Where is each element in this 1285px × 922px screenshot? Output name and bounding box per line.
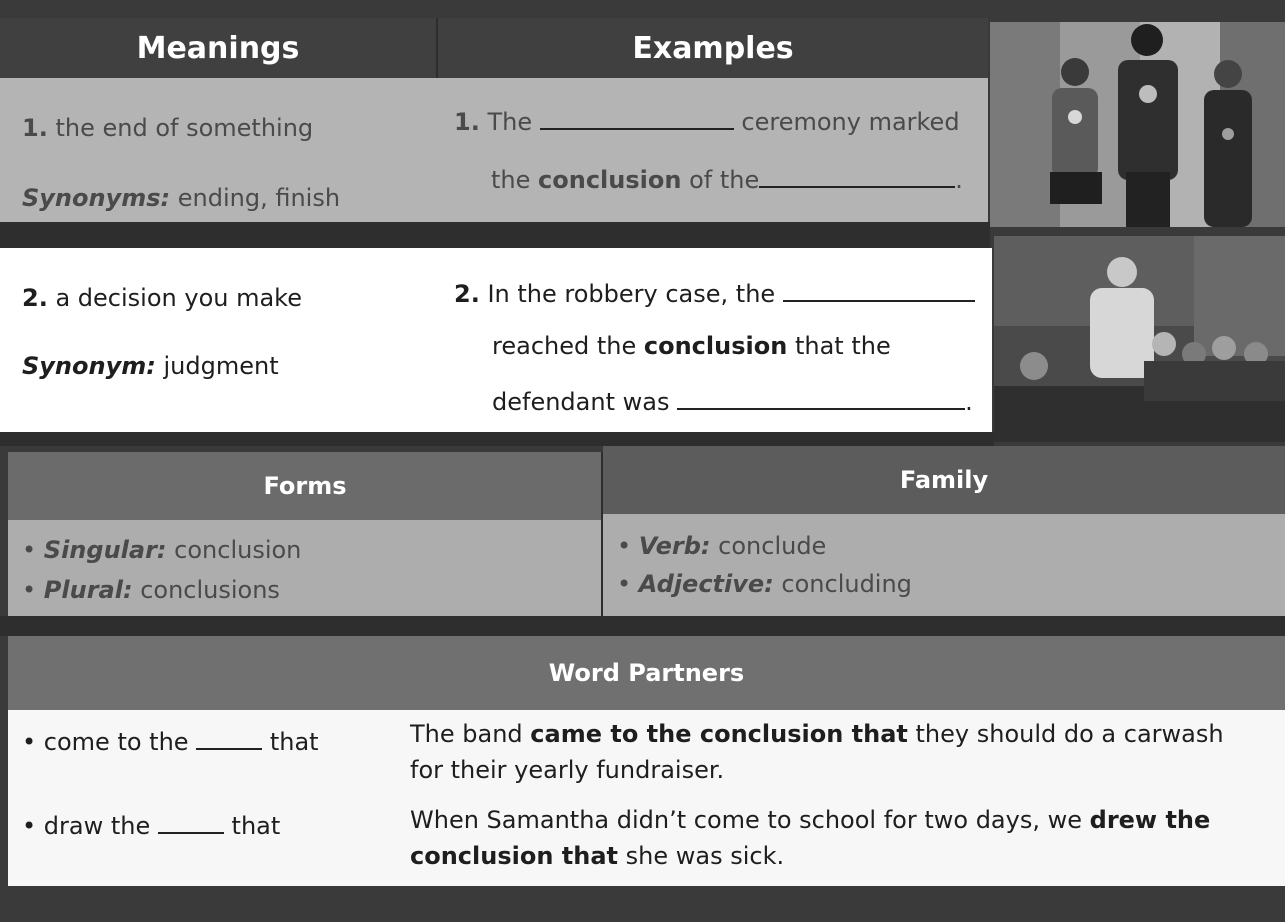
forms-body: • Singular: conclusion • Plural: conclus… — [8, 520, 601, 616]
meaning-2-synonym: Synonym: judgment — [22, 352, 279, 380]
example-2-line-1: 2. In the robbery case, the — [454, 280, 975, 309]
word-partners-header-label: Word Partners — [548, 659, 745, 687]
header-divider — [436, 18, 438, 78]
partner-1-blank — [196, 732, 263, 750]
example-2-line-2: reached the conclusion that the — [492, 332, 891, 360]
medal-ceremony-photo-icon — [990, 22, 1285, 227]
meaning-row-2: 2. a decision you make Synonym: judgment… — [0, 248, 992, 432]
example-1-line-1: 1. The ceremony marked — [454, 108, 960, 136]
forms-header: Forms — [8, 452, 602, 520]
partner-example-1-line-1: The band came to the conclusion that the… — [410, 720, 1224, 748]
word-partners-header: Word Partners — [8, 636, 1285, 710]
family-body: • Verb: conclude • Adjective: concluding — [603, 514, 1285, 616]
row-separator-3 — [0, 616, 1285, 636]
partner-example-2-line-1: When Samantha didn’t come to school for … — [410, 806, 1211, 834]
example-2-line-3: defendant was . — [492, 388, 973, 416]
meaning-row-1: 1. the end of something Synonyms: ending… — [0, 78, 988, 222]
row-separator — [0, 222, 990, 248]
meaning-1-synonyms: Synonyms: ending, finish — [22, 184, 341, 212]
family-item-verb: • Verb: conclude — [617, 532, 827, 560]
partner-example-1-line-2: for their yearly fundraiser. — [410, 756, 725, 784]
courtroom-jury-photo — [994, 236, 1285, 442]
courtroom-jury-photo-icon — [994, 236, 1285, 442]
family-header-label: Family — [899, 466, 989, 494]
forms-header-label: Forms — [263, 472, 347, 500]
meanings-header-label: Meanings — [136, 30, 300, 66]
example-2-blank-2 — [677, 392, 966, 410]
family-item-adjective: • Adjective: concluding — [617, 570, 912, 598]
row-separator-2 — [0, 432, 994, 446]
meaning-2-text: 2. a decision you make — [22, 284, 302, 312]
example-1-blank-2 — [759, 170, 956, 188]
meanings-header: Meanings — [0, 18, 436, 78]
word-partners-body: • come to the that The band came to the … — [8, 710, 1285, 886]
meaning-1-text: 1. the end of something — [22, 114, 314, 142]
partner-phrase-1: • come to the that — [22, 728, 319, 756]
examples-header-label: Examples — [632, 30, 794, 66]
example-1-blank-1 — [539, 112, 734, 130]
examples-header: Examples — [438, 18, 988, 78]
partner-phrase-2: • draw the that — [22, 812, 281, 840]
medal-ceremony-photo — [990, 22, 1285, 227]
forms-item-plural: • Plural: conclusions — [22, 576, 280, 604]
example-1-line-2: the conclusion of the. — [491, 166, 963, 194]
partner-example-2-line-2: conclusion that she was sick. — [410, 842, 785, 870]
forms-family-divider — [601, 452, 603, 616]
family-header: Family — [603, 446, 1285, 514]
example-2-blank-1 — [782, 284, 975, 302]
forms-item-singular: • Singular: conclusion — [22, 536, 302, 564]
partner-2-blank — [157, 816, 224, 834]
